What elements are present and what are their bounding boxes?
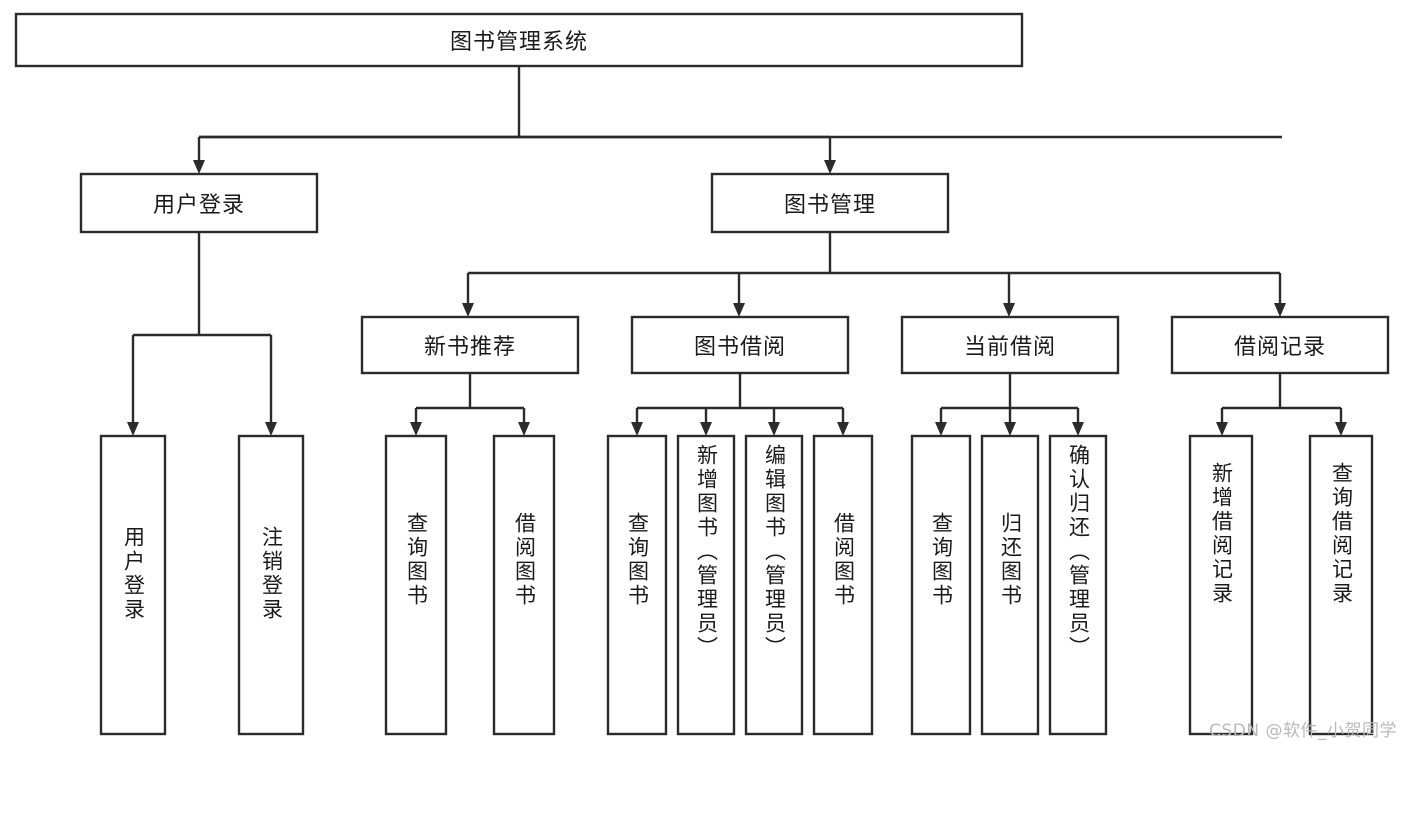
- arrow-to-leaf-query-book-1: [410, 422, 422, 436]
- node-leaf-borrow-book-2-box[interactable]: [812, 434, 874, 736]
- node-root-box[interactable]: [14, 12, 1024, 68]
- node-leaf-user-login-box[interactable]: [99, 434, 167, 736]
- node-leaf-query-record-box[interactable]: [1308, 434, 1374, 736]
- node-leaf-borrow-book-1-box[interactable]: [492, 434, 556, 736]
- csdn-watermark: CSDN @软件_小贺同学: [1209, 721, 1397, 741]
- node-current-borrow-box[interactable]: [900, 315, 1120, 375]
- functional-structure-diagram: 图书管理系统 用户登录 图书管理 新书推荐 图书借阅 当前借阅 借阅记录 用户登…: [14, 12, 1397, 741]
- arrow-to-leaf-borrow-book-1: [518, 422, 530, 436]
- arrow-to-leaf-logout: [265, 422, 277, 436]
- arrow-to-leaf-query-record: [1335, 422, 1347, 436]
- node-leaf-query-book-2-box[interactable]: [606, 434, 668, 736]
- arrow-to-leaf-add-record: [1216, 422, 1228, 436]
- diagram-canvas: [14, 12, 1390, 736]
- arrow-to-leaf-return-book: [1004, 422, 1016, 436]
- arrow-to-leaf-query-book-2: [631, 422, 643, 436]
- node-book-borrow-box[interactable]: [630, 315, 850, 375]
- arrow-to-user-login: [193, 160, 205, 174]
- node-leaf-query-book-1-box[interactable]: [384, 434, 448, 736]
- node-leaf-edit-book-box[interactable]: [744, 434, 804, 736]
- arrow-to-leaf-add-book: [700, 422, 712, 436]
- node-leaf-logout-box[interactable]: [237, 434, 305, 736]
- node-leaf-query-book-3-box[interactable]: [910, 434, 972, 736]
- arrow-to-leaf-user-login: [127, 422, 139, 436]
- node-leaf-add-book-box[interactable]: [676, 434, 736, 736]
- node-new-book-recommend-box[interactable]: [360, 315, 580, 375]
- node-borrow-record-box[interactable]: [1170, 315, 1390, 375]
- arrow-to-book-borrow: [733, 303, 745, 317]
- node-book-manage-box[interactable]: [710, 172, 950, 234]
- arrow-to-new-book-recommend: [462, 303, 474, 317]
- arrow-to-leaf-edit-book: [768, 422, 780, 436]
- connector-book-manage-to-level2: [462, 232, 1286, 317]
- connector-user-login-to-leaves: [127, 232, 277, 436]
- node-leaf-add-record-box[interactable]: [1188, 434, 1254, 736]
- connector-borrow-record-to-leaves: [1216, 373, 1347, 436]
- arrow-to-leaf-borrow-book-2: [837, 422, 849, 436]
- node-leaf-confirm-return-box[interactable]: [1048, 434, 1108, 736]
- arrow-to-leaf-confirm-return: [1072, 422, 1084, 436]
- arrow-to-borrow-record: [1274, 303, 1286, 317]
- connector-current-borrow-to-leaves: [935, 373, 1084, 436]
- arrow-to-current-borrow: [1003, 303, 1015, 317]
- connector-new-book-recommend-to-leaves: [410, 373, 530, 436]
- connector-book-borrow-to-leaves: [631, 373, 849, 436]
- node-leaf-return-book-box[interactable]: [980, 434, 1040, 736]
- arrow-to-leaf-query-book-3: [935, 422, 947, 436]
- arrow-to-book-manage: [824, 160, 836, 174]
- node-user-login-box[interactable]: [79, 172, 319, 234]
- connector-root-to-level1: [193, 66, 1282, 174]
